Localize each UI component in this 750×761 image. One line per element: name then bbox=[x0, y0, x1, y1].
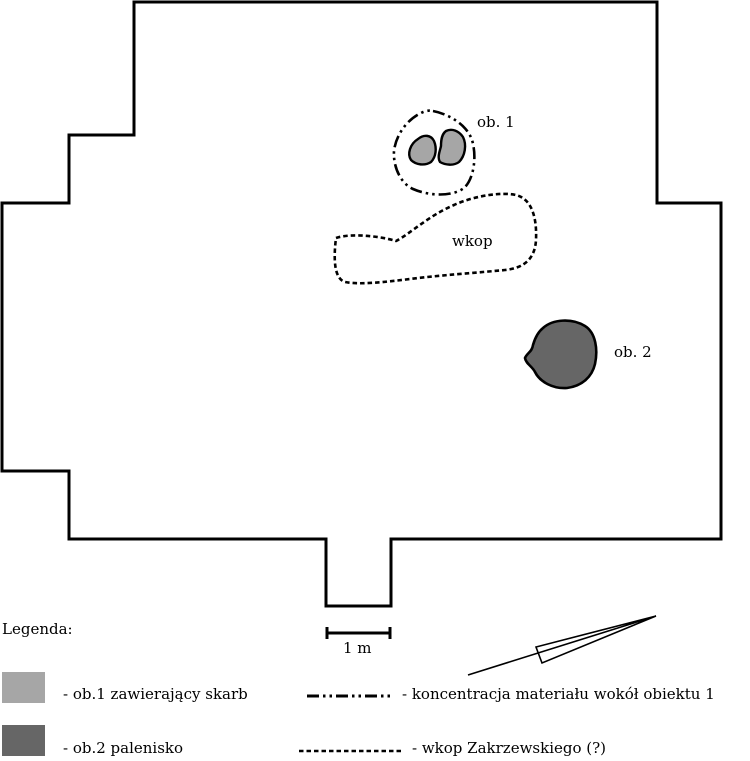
scale-bar bbox=[325, 627, 392, 639]
ob1-right-shape bbox=[437, 128, 467, 166]
ob2-shape bbox=[523, 319, 598, 390]
legend-title: Legenda: bbox=[2, 620, 73, 638]
ob2-label: ob. 2 bbox=[614, 343, 652, 361]
concentration-outline bbox=[392, 109, 476, 196]
scale-label: 1 m bbox=[343, 639, 372, 657]
wkop-label: wkop bbox=[452, 232, 493, 250]
legend-item-ob1: - ob.1 zawierający skarb bbox=[63, 685, 248, 703]
legend-swatch-ob1 bbox=[2, 672, 45, 703]
legend-item-concentration: - koncentracja materiału wokół obiektu 1 bbox=[402, 685, 715, 703]
ob1-label: ob. 1 bbox=[477, 113, 515, 131]
legend-item-ob2: - ob.2 palenisko bbox=[63, 739, 183, 757]
ob1-left-shape bbox=[408, 134, 437, 166]
legend-swatch-ob2 bbox=[2, 725, 45, 756]
building-outline bbox=[0, 0, 723, 608]
wkop-outline bbox=[333, 192, 538, 285]
legend-item-wkop: - wkop Zakrzewskiego (?) bbox=[412, 739, 606, 757]
north-arrow-icon bbox=[467, 615, 657, 676]
